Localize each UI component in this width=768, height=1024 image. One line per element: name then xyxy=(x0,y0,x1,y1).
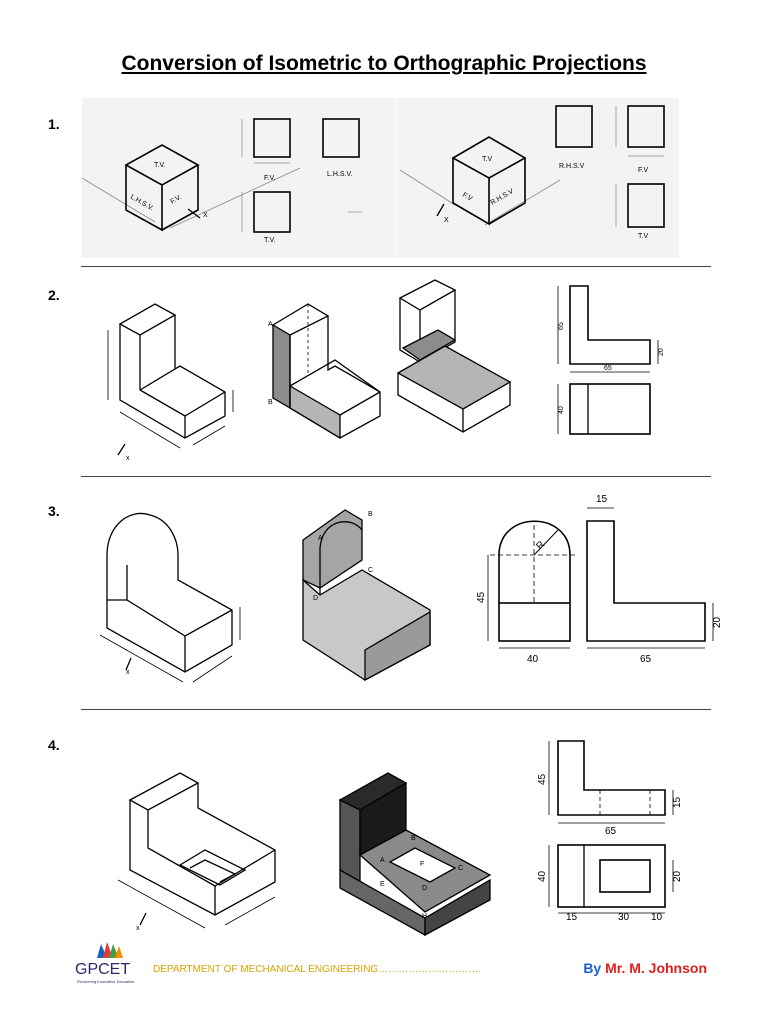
p4-label-a: A xyxy=(380,857,385,864)
by-label: By xyxy=(583,960,602,976)
p3-dim-40: 40 xyxy=(527,654,539,665)
p2-dim-40: 40 xyxy=(558,406,565,414)
p4-dim-45: 45 xyxy=(537,773,548,785)
p1-view-fv2: F.V xyxy=(638,167,648,174)
p2-dim-65b: 65 xyxy=(604,365,612,372)
logo-text: GPCET xyxy=(75,961,130,978)
p1-view-lhsv: L.H.S.V. xyxy=(327,171,352,178)
p1-label-fv2: F.V xyxy=(461,192,474,203)
p1-view-fv: F.V. xyxy=(264,175,275,182)
p4-label-h: H xyxy=(422,913,427,920)
p4-label-e: E xyxy=(380,881,385,888)
p2-label-b: B xyxy=(268,399,273,406)
p1-view-tv: T.V. xyxy=(264,237,275,244)
p3-label-x: x xyxy=(126,669,130,676)
p3-label-a: A xyxy=(318,535,323,542)
p2-dim-65: 65 xyxy=(558,322,565,330)
p1-view-rhsv: R.H.S.V xyxy=(559,163,585,170)
p4-dim-10: 10 xyxy=(651,912,663,923)
p3-dim-r: R xyxy=(534,539,547,552)
p2-dim-20: 20 xyxy=(658,348,665,356)
p3-label-b: B xyxy=(368,511,373,518)
problem-4-figure xyxy=(117,740,674,937)
p3-dim-65: 65 xyxy=(640,654,652,665)
logo-tagline: Pioneering Innovative Education xyxy=(77,979,134,984)
p4-label-c: C xyxy=(458,865,463,872)
p4-dim-15: 15 xyxy=(672,796,683,808)
p1-label-tv2: T.V xyxy=(482,156,492,163)
p3-dim-20: 20 xyxy=(712,616,723,628)
problem-2-figure xyxy=(107,279,659,456)
problem-number-1: 1. xyxy=(48,116,60,132)
p1-label-x: X xyxy=(203,212,208,219)
problem-number-3: 3. xyxy=(48,503,60,519)
department-name: DEPARTMENT OF MECHANICAL ENGINEERING…………… xyxy=(153,964,481,975)
p4-label-f: F xyxy=(420,861,424,868)
problem-1-figure xyxy=(81,98,679,258)
separator-1 xyxy=(81,266,711,267)
separator-2 xyxy=(81,476,711,477)
p2-label-x: x xyxy=(126,455,130,462)
p2-label-a: A xyxy=(268,321,273,328)
author-name: Mr. M. Johnson xyxy=(605,960,707,976)
author-credit: By Mr. M. Johnson xyxy=(583,960,707,976)
p3-dim-45: 45 xyxy=(476,591,487,603)
p4-label-d: D xyxy=(422,885,427,892)
problem-number-4: 4. xyxy=(48,737,60,753)
p4-dim-65: 65 xyxy=(605,826,617,837)
separator-3 xyxy=(81,709,711,710)
p1-label-x2: X xyxy=(444,217,449,224)
p4-label-b: B xyxy=(411,835,416,842)
p4-dim-30: 30 xyxy=(618,912,630,923)
p3-label-d: D xyxy=(313,595,318,602)
p1-label-fv: F.V. xyxy=(170,194,183,206)
p1-label-tv: T.V. xyxy=(154,162,165,169)
page-title: Conversion of Isometric to Orthographic … xyxy=(121,52,647,75)
problem-number-2: 2. xyxy=(48,287,60,303)
p1-view-tv2: T.V xyxy=(638,233,648,240)
gpcet-logo: GPCET Pioneering Innovative Education xyxy=(75,940,134,984)
p3-label-c: C xyxy=(368,567,373,574)
p4-dim-20: 20 xyxy=(672,870,683,882)
problem-3-figure xyxy=(99,507,714,683)
p3-dim-15: 15 xyxy=(596,494,608,505)
p4-dim-15b: 15 xyxy=(566,912,578,923)
p4-label-x: x xyxy=(136,925,140,932)
p4-dim-40: 40 xyxy=(537,870,548,882)
